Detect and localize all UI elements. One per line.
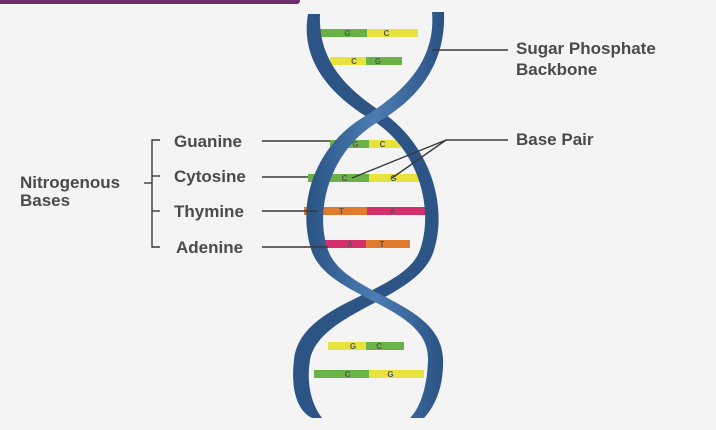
rung-2-left-base xyxy=(330,57,366,65)
rung-5-right-letter: A xyxy=(390,207,396,216)
nitrogenous-bases-label-line1: Nitrogenous xyxy=(20,173,120,192)
rung-8-right-base xyxy=(369,370,424,378)
rung-8-left-letter: C xyxy=(345,370,351,379)
rung-5-left-letter: T xyxy=(339,207,344,216)
label-lines xyxy=(144,49,508,248)
thymine-label: Thymine xyxy=(174,202,244,221)
rung-5-left-base xyxy=(304,207,367,215)
rung-7-left-base xyxy=(328,342,366,350)
rung-3-left-letter: G xyxy=(352,140,358,149)
cytosine-label: Cytosine xyxy=(174,167,246,186)
rung-2-left-letter: C xyxy=(351,57,357,66)
rung-6-right-base xyxy=(366,240,410,248)
backbone-label-line2: Backbone xyxy=(516,60,597,79)
rung-4-right-letter: G xyxy=(390,174,396,183)
rung-4-left-base xyxy=(308,174,369,182)
rung-4-right-base xyxy=(369,174,430,182)
sugar-phosphate-backbone xyxy=(293,12,445,418)
rung-6-right-letter: T xyxy=(380,240,385,249)
guanine-label: Guanine xyxy=(174,132,242,151)
rung-8-left-base xyxy=(314,370,369,378)
rung-2-right-letter: G xyxy=(375,57,381,66)
rung-7-right-letter: C xyxy=(376,342,382,351)
bases-bracket xyxy=(151,139,160,248)
base-pair-leader-a xyxy=(351,139,447,179)
rung-7-right-base xyxy=(366,342,404,350)
accent-bar xyxy=(0,0,300,4)
backbone-strand-front xyxy=(306,12,445,418)
rung-2-right-base xyxy=(366,57,402,65)
text-labels: Nitrogenous Bases Guanine Cytosine Thymi… xyxy=(20,39,656,257)
rung-7-left-letter: G xyxy=(350,342,356,351)
rung-6-left-base xyxy=(322,240,366,248)
rung-1-right-letter: C xyxy=(384,29,390,38)
nitrogenous-bases-label-line2: Bases xyxy=(20,191,70,210)
adenine-label: Adenine xyxy=(176,238,243,257)
rung-1-left-base xyxy=(316,29,367,37)
rung-1-right-base xyxy=(367,29,418,37)
rung-1-left-letter: G xyxy=(344,29,350,38)
rung-3-right-base xyxy=(369,140,408,148)
backbone-label-line1: Sugar Phosphate xyxy=(516,39,656,58)
base-pair-leader-b xyxy=(391,139,447,179)
backbone-strand-back xyxy=(293,14,439,418)
base-pair-label: Base Pair xyxy=(516,130,594,149)
rung-3-right-letter: C xyxy=(380,140,386,149)
rung-6-left-letter: A xyxy=(347,240,353,249)
rung-5-right-base xyxy=(367,207,430,215)
rung-8-right-letter: G xyxy=(387,370,393,379)
rung-4-left-letter: C xyxy=(342,174,348,183)
